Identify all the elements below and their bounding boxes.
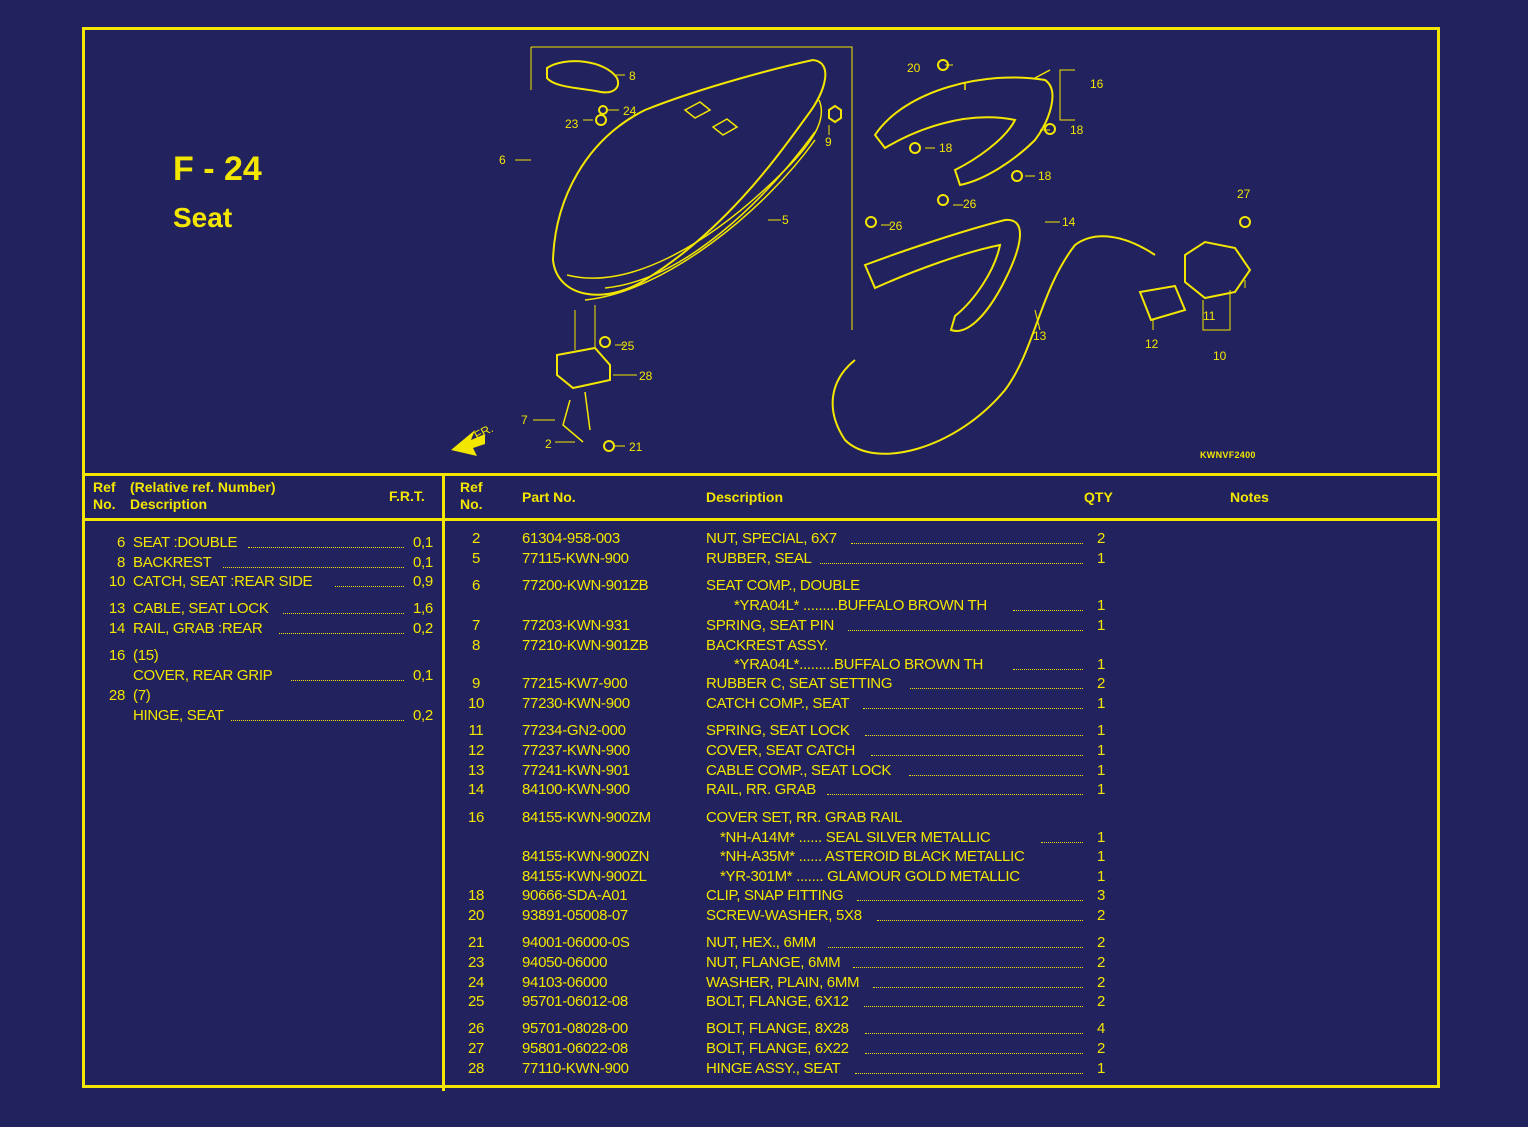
callout-9: 9 <box>825 135 832 149</box>
rear-grip-cover-shape <box>873 76 1054 187</box>
callout-11: 11 <box>1203 309 1216 323</box>
front-arrow-icon <box>451 430 485 456</box>
seat-exploded-view: 8 24 23 6 5 9 25 28 7 2 21 20 16 18 18 1… <box>451 46 1252 456</box>
header-divider <box>85 518 1437 521</box>
seat-shape <box>551 58 827 296</box>
callout-5: 5 <box>782 213 789 227</box>
callout-18: 18 <box>1070 123 1084 137</box>
grab-rail-shape <box>863 218 1021 332</box>
right-ref-header: Ref No. <box>460 479 483 512</box>
callout-8: 8 <box>629 69 636 83</box>
table-top-divider <box>85 473 1437 476</box>
callout-14: 14 <box>1062 215 1076 229</box>
backrest-shape <box>546 60 619 94</box>
left-ref-header: Ref No. <box>93 479 116 512</box>
callout-21: 21 <box>629 440 643 454</box>
callout-25: 25 <box>621 339 635 353</box>
callout-28: 28 <box>639 369 653 383</box>
callout-26: 26 <box>889 219 903 233</box>
callout-12: 12 <box>1145 337 1159 351</box>
callout-18: 18 <box>939 141 953 155</box>
hinge-shape <box>556 346 611 390</box>
notes-header: Notes <box>1230 489 1269 505</box>
figure-title: Seat <box>173 202 233 233</box>
part-no-header: Part No. <box>522 489 576 505</box>
callout-10: 10 <box>1213 349 1227 363</box>
callout-13: 13 <box>1033 329 1047 343</box>
callout-16: 16 <box>1090 77 1104 91</box>
callout-6: 6 <box>499 153 506 167</box>
callout-26: 26 <box>963 197 977 211</box>
seat-lock-cable-shape <box>831 235 1156 455</box>
callout-23: 23 <box>565 117 579 131</box>
seat-catch-shape <box>1184 240 1252 300</box>
callout-7: 7 <box>521 413 528 427</box>
callout-2: 2 <box>545 437 552 451</box>
callout-20: 20 <box>907 61 921 75</box>
description-header: Description <box>706 489 784 505</box>
frt-header: F.R.T. <box>389 488 425 504</box>
parts-sheet-frame: F - 24 Seat <box>82 27 1443 1091</box>
exploded-diagram: F - 24 Seat <box>85 30 1443 475</box>
figure-code: F - 24 <box>173 150 262 188</box>
left-desc-header: (Relative ref. Number) Description <box>130 479 276 512</box>
callout-27: 27 <box>1237 187 1251 201</box>
callout-24: 24 <box>623 104 637 118</box>
illustration-code: KWNVF2400 <box>1200 450 1256 460</box>
callout-18: 18 <box>1038 169 1052 183</box>
column-divider <box>442 475 445 1091</box>
qty-header: QTY <box>1084 489 1113 505</box>
